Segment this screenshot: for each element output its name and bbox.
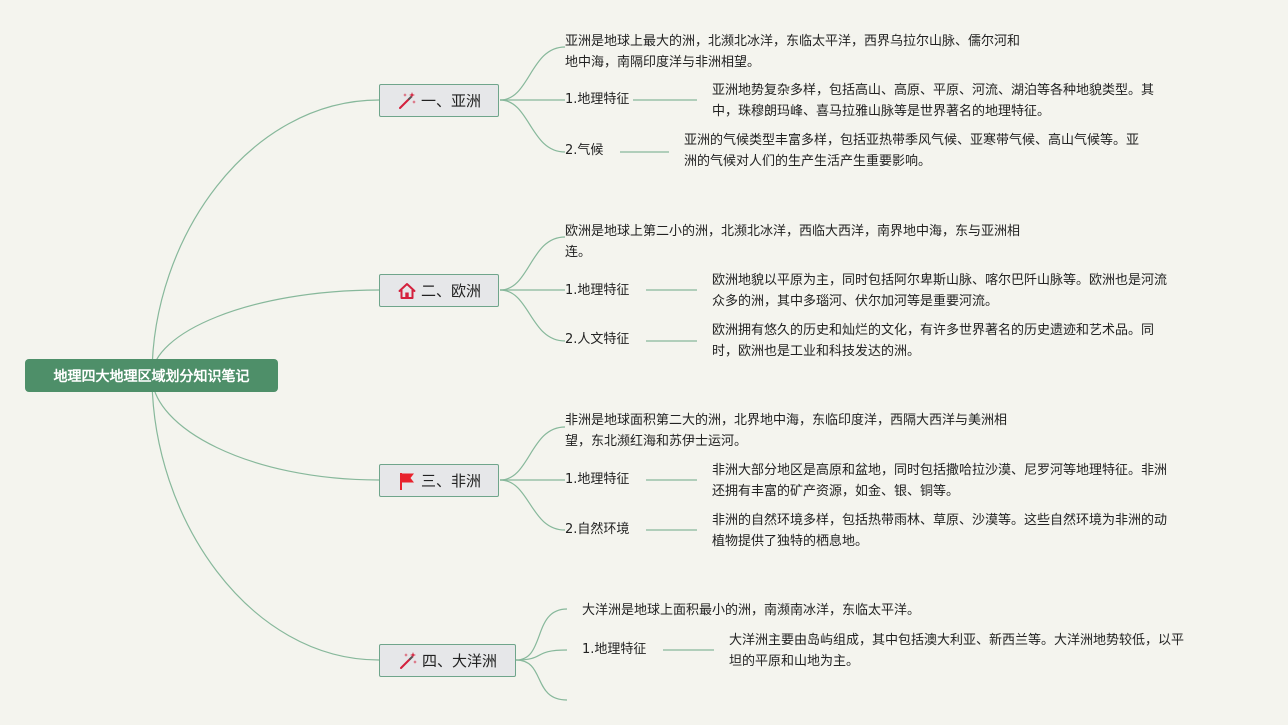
branch-connector xyxy=(499,46,566,101)
branch-connector xyxy=(499,236,566,291)
flag-icon xyxy=(399,472,414,490)
branch-connector xyxy=(515,649,568,661)
root-title: 地理四大地理区域划分知识笔记 xyxy=(53,368,250,385)
branch-intro: 亚洲是地球上最大的洲，北濒北冰洋，东临太平洋，西界乌拉尔山脉、儒尔河和 地中海，… xyxy=(565,34,1021,70)
magic-wand-icon xyxy=(398,91,416,109)
sub-topic-label[interactable]: 1.地理特征 xyxy=(565,92,630,107)
sub-topic-text: 非洲的自然环境多样，包括热带雨林、草原、沙漠等。这些自然环境为非洲的动 植物提供… xyxy=(712,513,1168,549)
home-icon xyxy=(398,282,416,299)
sub-topic-text: 亚洲的气候类型丰富多样，包括亚热带季风气候、亚寒带气候、高山气候等。亚 洲的气候… xyxy=(684,133,1140,169)
branch-node-europe[interactable]: 二、欧洲 xyxy=(379,274,499,307)
sub-topic-label[interactable]: 2.人文特征 xyxy=(565,332,630,347)
sub-topic-label[interactable]: 1.地理特征 xyxy=(582,642,647,657)
branch-connector xyxy=(499,289,566,342)
sub-topic-text: 大洋洲主要由岛屿组成，其中包括澳大利亚、新西兰等。大洋洲地势较低，以平 坦的平原… xyxy=(729,633,1185,669)
root-connector xyxy=(151,99,380,377)
sub-topic-label[interactable]: 1.地理特征 xyxy=(565,472,630,487)
branch-intro: 大洋洲是地球上面积最小的洲，南濒南冰洋，东临太平洋。 xyxy=(582,603,921,618)
sub-topic-text: 欧洲拥有悠久的历史和灿烂的文化，有许多世界著名的历史遗迹和艺术品。同 时，欧洲也… xyxy=(712,323,1155,359)
sub-topic-label[interactable]: 2.自然环境 xyxy=(565,522,630,537)
branch-label: 二、欧洲 xyxy=(420,282,481,300)
branch-connector xyxy=(499,479,566,531)
root-node[interactable]: 地理四大地理区域划分知识笔记 xyxy=(25,359,278,392)
branch-intro: 欧洲是地球上第二小的洲，北濒北冰洋，西临大西洋，南界地中海，东与亚洲相 连。 xyxy=(565,224,1021,260)
root-connector xyxy=(151,375,380,661)
sub-topic-label[interactable]: 2.气候 xyxy=(565,143,604,158)
sub-topic-text: 亚洲地势复杂多样，包括高山、高原、平原、河流、湖泊等各种地貌类型。其 中，珠穆朗… xyxy=(712,83,1155,119)
branch-node-africa[interactable]: 三、非洲 xyxy=(379,464,499,497)
magic-wand-icon xyxy=(399,651,417,669)
branch-label: 三、非洲 xyxy=(420,472,481,490)
branch-node-asia[interactable]: 一、亚洲 xyxy=(379,84,499,117)
sub-topic-text: 非洲大部分地区是高原和盆地，同时包括撒哈拉沙漠、尼罗河等地理特征。非洲 还拥有丰… xyxy=(712,463,1168,499)
sub-topic-label[interactable]: 1.地理特征 xyxy=(565,283,630,298)
branch-connector xyxy=(499,426,566,481)
root-connector xyxy=(151,375,380,481)
branch-node-oceania[interactable]: 四、大洋洲 xyxy=(379,644,516,677)
sub-topic-text: 欧洲地貌以平原为主，同时包括阿尔卑斯山脉、喀尔巴阡山脉等。欧洲也是河流 众多的洲… xyxy=(712,273,1168,309)
branch-connector xyxy=(515,608,568,661)
branch-connector xyxy=(499,99,566,153)
branch-label: 一、亚洲 xyxy=(420,92,481,110)
branch-label: 四、大洋洲 xyxy=(421,652,497,670)
branch-intro: 非洲是地球面积第二大的洲，北界地中海，东临印度洋，西隔大西洋与美洲相 望，东北濒… xyxy=(565,413,1008,449)
branch-connector xyxy=(515,659,568,701)
